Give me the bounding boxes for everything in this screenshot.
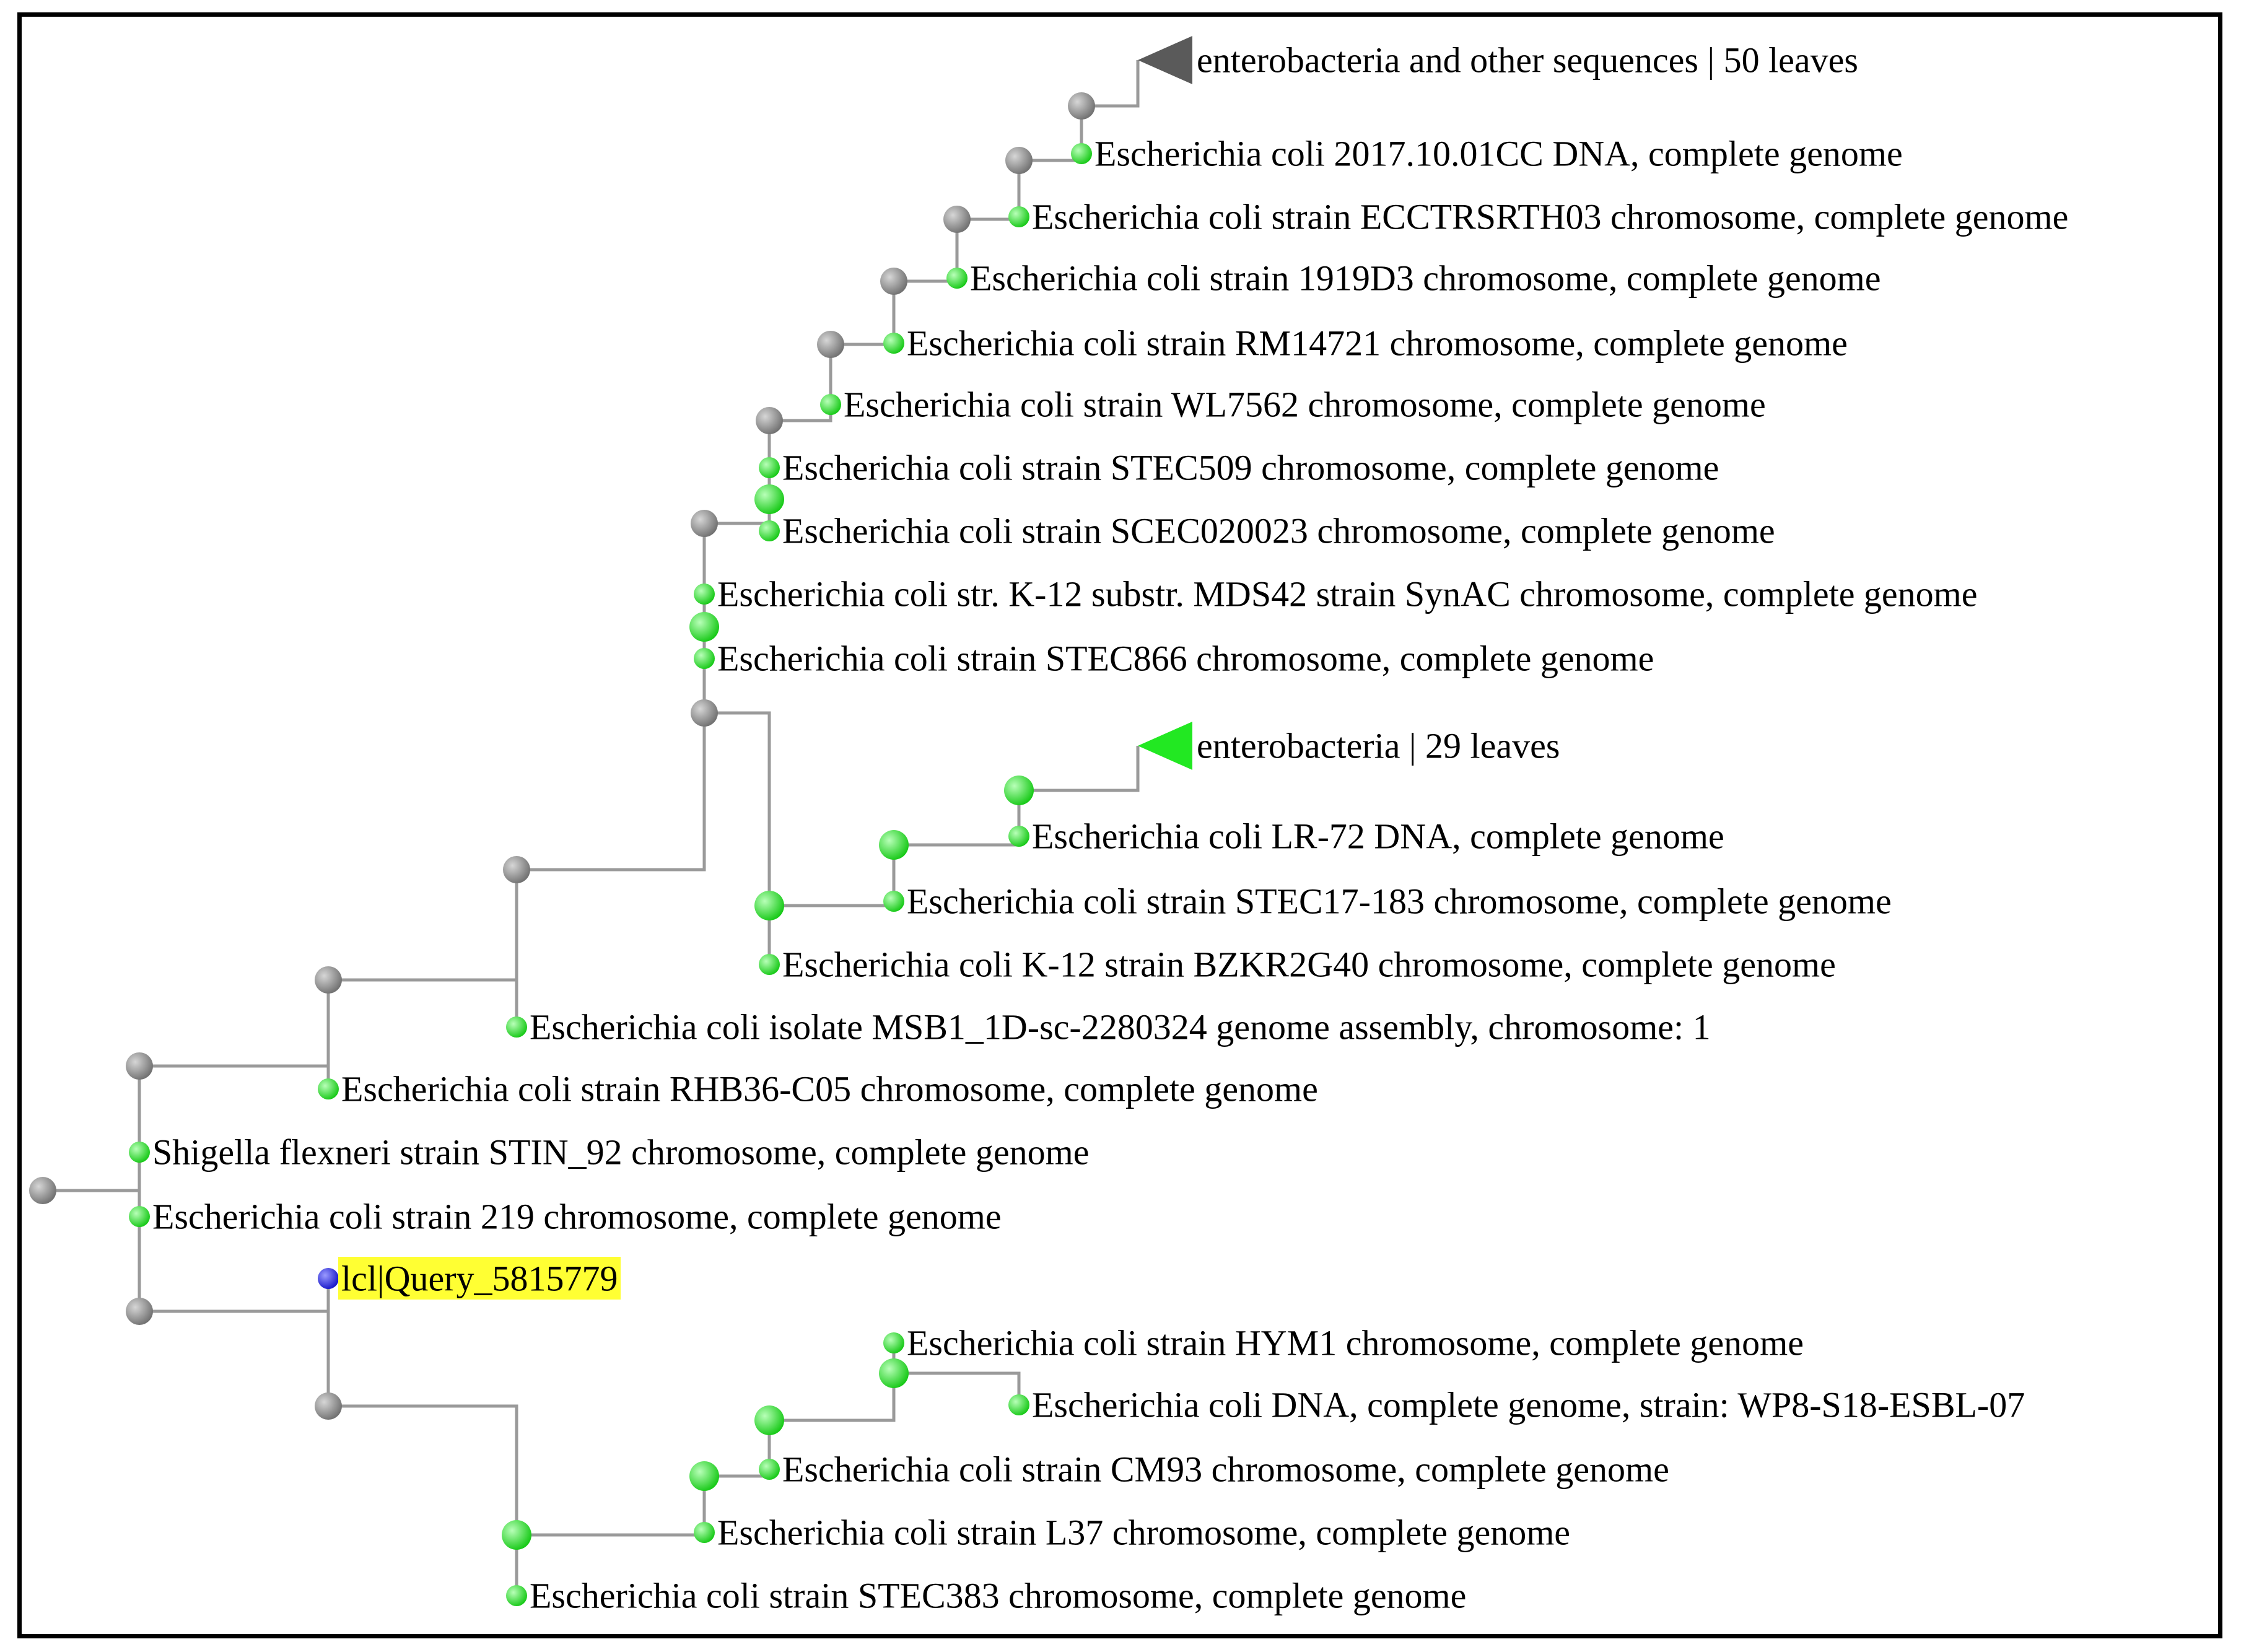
leaf-node-L17[interactable]: [129, 1142, 150, 1163]
leaf-label-L7[interactable]: Escherichia coli strain STEC509 chromoso…: [782, 448, 1719, 488]
leaf-label-L22[interactable]: Escherichia coli strain CM93 chromosome,…: [782, 1449, 1669, 1490]
tree-labels: enterobacteria and other sequences | 50 …: [152, 40, 2068, 1616]
leaf-label-L15[interactable]: Escherichia coli isolate MSB1_1D-sc-2280…: [530, 1007, 1711, 1047]
branch-A-C: [139, 980, 330, 1068]
collapsed-clade-gray[interactable]: [1138, 36, 1192, 84]
internal-node-J[interactable]: [880, 268, 907, 295]
branch-C-E: [328, 870, 518, 982]
leaf-label-L8[interactable]: Escherichia coli strain SCEC020023 chrom…: [782, 511, 1775, 551]
tree-nodes: [29, 92, 1095, 1606]
internal-node-E[interactable]: [503, 856, 530, 883]
leaf-label-L5[interactable]: Escherichia coli strain RM14721 chromoso…: [907, 323, 1848, 364]
tree-branches: [43, 60, 1140, 1596]
leaf-node-L8[interactable]: [759, 520, 780, 541]
branch-root-A: [43, 1066, 141, 1192]
leaf-label-L9[interactable]: Escherichia coli str. K-12 substr. MDS42…: [717, 574, 1978, 614]
query-leaf-node[interactable]: [318, 1268, 339, 1289]
leaf-node-L3[interactable]: [1008, 206, 1029, 227]
leaf-label-L23[interactable]: Escherichia coli strain L37 chromosome, …: [717, 1513, 1570, 1553]
tree-frame: [17, 12, 2222, 1638]
branch-U-L21: [894, 1371, 1021, 1405]
branch-K3-C1: [1081, 60, 1140, 108]
merged-node-X2[interactable]: [754, 484, 784, 514]
leaf-label-L4[interactable]: Escherichia coli strain 1919D3 chromosom…: [970, 258, 1881, 299]
leaf-label-L6[interactable]: Escherichia coli strain WL7562 chromosom…: [844, 385, 1766, 425]
internal-node-root[interactable]: [29, 1177, 56, 1204]
leaf-node-L12[interactable]: [1008, 826, 1029, 847]
leaf-label-L13[interactable]: Escherichia coli strain STEC17-183 chrom…: [907, 881, 1892, 922]
branch-root-B: [43, 1189, 141, 1311]
query-label[interactable]: lcl|Query_5815779: [341, 1259, 618, 1299]
leaf-label-L17[interactable]: Shigella flexneri strain STIN_92 chromos…: [152, 1132, 1089, 1173]
internal-node-F[interactable]: [691, 699, 718, 727]
leaf-node-L13[interactable]: [883, 891, 904, 912]
leaf-label-L10[interactable]: Escherichia coli strain STEC866 chromoso…: [717, 639, 1654, 679]
internal-node-C[interactable]: [315, 966, 342, 994]
internal-node-K[interactable]: [943, 206, 971, 233]
leaf-node-L14[interactable]: [759, 954, 780, 975]
internal-node-I[interactable]: [817, 331, 844, 358]
branch-R-S: [517, 1476, 706, 1537]
leaf-label-L2[interactable]: Escherichia coli 2017.10.01CC DNA, compl…: [1094, 134, 1903, 174]
leaf-node-L20[interactable]: [883, 1332, 904, 1353]
merged-node-M[interactable]: [754, 891, 784, 920]
internal-node-K3[interactable]: [1068, 92, 1095, 120]
collapsed-clade-label-gray[interactable]: enterobacteria and other sequences | 50 …: [1197, 40, 1858, 81]
internal-node-B[interactable]: [126, 1298, 153, 1325]
branch-O-C2: [1019, 746, 1140, 792]
leaf-label-L12[interactable]: Escherichia coli LR-72 DNA, complete gen…: [1032, 816, 1724, 857]
leaf-node-L10[interactable]: [694, 648, 715, 669]
leaf-node-L21[interactable]: [1008, 1394, 1029, 1415]
branch-F-M: [704, 711, 771, 906]
leaf-node-L24[interactable]: [506, 1585, 527, 1606]
leaf-node-L2[interactable]: [1071, 143, 1092, 164]
leaf-node-L6[interactable]: [820, 394, 841, 415]
branch-N-O: [894, 790, 1021, 847]
leaf-node-L7[interactable]: [759, 457, 780, 478]
merged-node-R[interactable]: [502, 1520, 531, 1550]
merged-node-X1[interactable]: [689, 612, 719, 642]
leaf-label-L21[interactable]: Escherichia coli DNA, complete genome, s…: [1032, 1385, 2025, 1425]
merged-node-S[interactable]: [689, 1461, 719, 1491]
merged-node-U[interactable]: [879, 1358, 909, 1388]
leaf-node-L15[interactable]: [506, 1016, 527, 1038]
collapsed-clade-green[interactable]: [1138, 722, 1192, 770]
branch-T-U: [769, 1373, 896, 1422]
branch-B-D: [139, 1309, 330, 1406]
internal-node-H[interactable]: [756, 407, 783, 434]
collapsed-clade-label-green[interactable]: enterobacteria | 29 leaves: [1197, 726, 1560, 766]
leaf-node-L22[interactable]: [759, 1459, 780, 1480]
leaf-label-L16[interactable]: Escherichia coli strain RHB36-C05 chromo…: [341, 1069, 1318, 1109]
query-highlight: [338, 1257, 621, 1300]
leaf-node-L9[interactable]: [694, 583, 715, 605]
leaf-label-L20[interactable]: Escherichia coli strain HYM1 chromosome,…: [907, 1323, 1804, 1363]
leaf-node-L4[interactable]: [946, 268, 968, 289]
leaf-label-L18[interactable]: Escherichia coli strain 219 chromosome, …: [152, 1197, 1002, 1237]
internal-node-A[interactable]: [126, 1052, 153, 1080]
leaf-node-L23[interactable]: [694, 1522, 715, 1543]
branch-M-N: [769, 845, 896, 907]
leaf-node-L18[interactable]: [129, 1206, 150, 1227]
leaf-label-L24[interactable]: Escherichia coli strain STEC383 chromoso…: [530, 1576, 1466, 1616]
leaf-label-L3[interactable]: Escherichia coli strain ECCTRSRTH03 chro…: [1032, 197, 2068, 237]
merged-node-O[interactable]: [1004, 776, 1034, 805]
merged-node-T[interactable]: [754, 1405, 784, 1435]
collapsed-clades: [1138, 36, 1192, 770]
branch-D-R: [328, 1404, 518, 1535]
leaf-node-L16[interactable]: [318, 1078, 339, 1099]
merged-node-N[interactable]: [879, 830, 909, 860]
leaf-label-L14[interactable]: Escherichia coli K-12 strain BZKR2G40 ch…: [782, 945, 1836, 985]
branch-E-F: [517, 713, 706, 872]
leaf-node-L5[interactable]: [883, 333, 904, 354]
internal-node-G[interactable]: [691, 510, 718, 537]
internal-node-K2[interactable]: [1005, 147, 1033, 174]
internal-node-D[interactable]: [315, 1392, 342, 1420]
